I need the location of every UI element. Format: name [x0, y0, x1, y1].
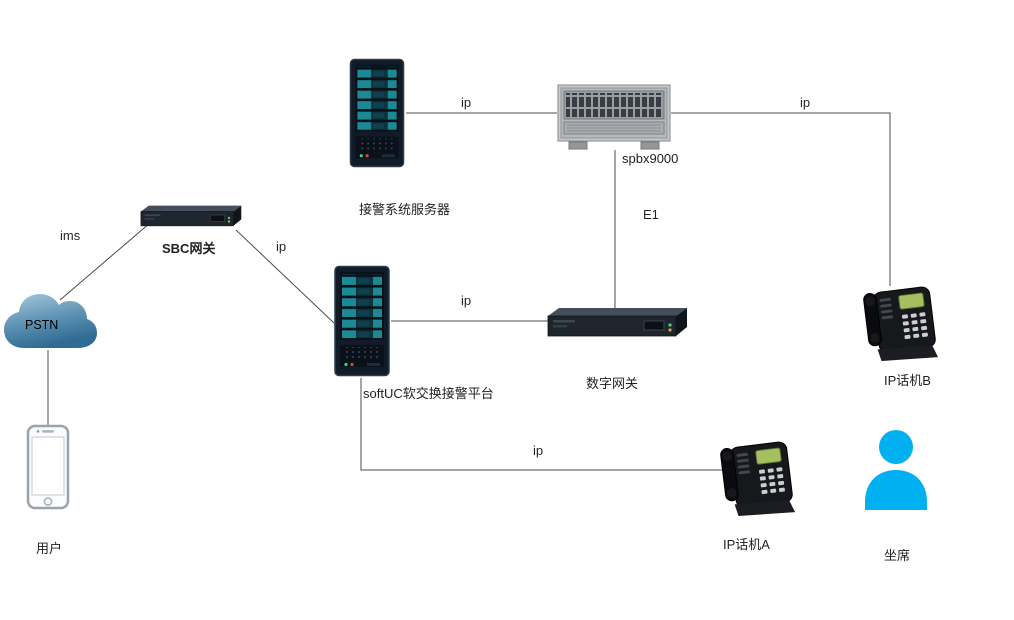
alarm-server-node — [348, 58, 406, 168]
agent-label: 坐席 — [884, 548, 911, 563]
user-label: 用户 — [36, 541, 63, 556]
edge-label-alarm-spbx: ip — [459, 95, 474, 110]
user-phone-node — [26, 424, 70, 510]
ip-phone-a-node — [719, 436, 797, 520]
softuc-server-node — [333, 264, 391, 378]
edge-label-softuc-digital: ip — [459, 293, 474, 308]
pstn-cloud-label: PSTN — [25, 318, 59, 332]
edge-spbx-phoneb — [671, 112, 891, 286]
edge-label-ims: ims — [58, 228, 83, 243]
server-tower-icon — [348, 58, 406, 168]
ip-phone-b-node — [862, 281, 940, 365]
agent-person-node — [857, 428, 935, 510]
softuc-server-label: softUC软交换接警平台 — [363, 386, 494, 401]
ip-phone-icon — [862, 281, 940, 365]
smartphone-icon — [26, 424, 70, 510]
ip-phone-a-label: IP话机A — [723, 537, 770, 552]
alarm-server-label: 接警系统服务器 — [359, 202, 451, 217]
edge-label-spbx-phoneb: ip — [798, 95, 813, 110]
gateway-box-icon — [138, 203, 242, 230]
edge-label-e1: E1 — [641, 207, 661, 222]
sbc-gateway-node — [138, 203, 242, 230]
person-icon — [857, 428, 935, 510]
ip-phone-b-label: IP话机B — [884, 373, 931, 388]
sbc-gateway-label: SBC网关 — [162, 241, 216, 256]
spbx-label: spbx9000 — [622, 151, 679, 166]
digital-gateway-label: 数字网关 — [586, 376, 639, 391]
edge-softuc-phonea — [360, 378, 723, 471]
edge-pstn-sbc — [59, 222, 151, 301]
server-tower-icon — [333, 264, 391, 378]
edge-label-softuc-phonea: ip — [531, 443, 546, 458]
edge-label-sbc-softuc: ip — [274, 239, 289, 254]
spbx-node — [557, 84, 671, 150]
ip-phone-icon — [719, 436, 797, 520]
edge-sbc-softuc — [235, 229, 335, 324]
pbx-rack-icon — [557, 84, 671, 150]
digital-gateway-node — [544, 307, 688, 339]
gateway-box-icon — [544, 307, 688, 339]
